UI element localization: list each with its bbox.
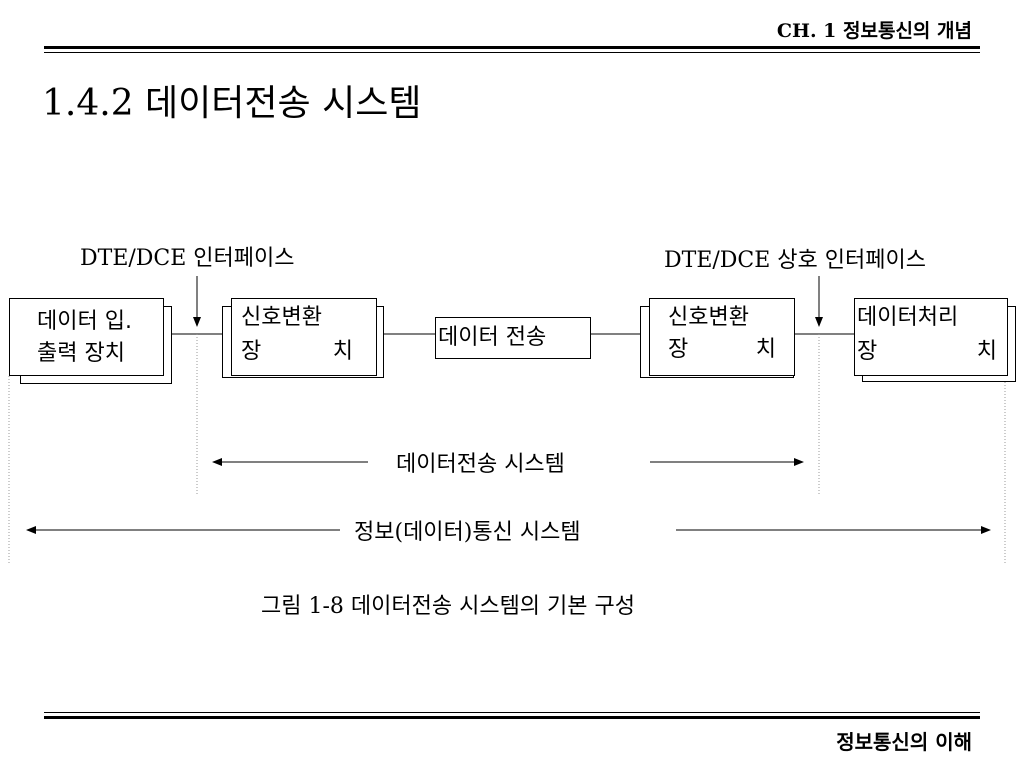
processing-line2-b: 치 xyxy=(976,339,997,364)
processing-line1: 데이터처리 xyxy=(857,305,959,330)
modem-right-line2-a: 장 xyxy=(668,337,689,362)
footer-label: 정보통신의 이해 xyxy=(836,730,972,754)
footer-rule-thin xyxy=(44,712,980,713)
footer-rule-thick xyxy=(44,716,980,719)
io-device-line1: 데이터 입. xyxy=(37,309,132,334)
modem-right-line1: 신호변환 xyxy=(668,305,749,330)
span-label-transmission-system: 데이터전송 시스템 xyxy=(396,452,565,477)
modem-left-line2: 장 치 xyxy=(241,337,353,367)
modem-left-line1: 신호변환 xyxy=(241,305,322,330)
modem-right-box: 신호변환 장 치 xyxy=(649,298,795,376)
figure-caption: 그림 1-8 데이터전송 시스템의 기본 구성 xyxy=(261,594,635,619)
modem-left-line2-b: 치 xyxy=(332,339,353,364)
interface-label-left: DTE/DCE 인터페이스 xyxy=(80,246,295,271)
interface-label-right: DTE/DCE 상호 인터페이스 xyxy=(664,248,926,273)
modem-left-line2-a: 장 xyxy=(241,339,262,364)
chapter-label: CH. 1 정보통신의 개념 xyxy=(776,20,972,42)
modem-left-box: 신호변환 장 치 xyxy=(231,298,377,376)
transmission-label: 데이터 전송 xyxy=(438,325,547,350)
transmission-box: 데이터 전송 xyxy=(435,317,591,359)
processing-line2-a: 장 xyxy=(857,339,878,364)
processing-line2: 장 치 xyxy=(857,337,997,367)
io-device-box: 데이터 입. 출력 장치 xyxy=(9,298,164,376)
span-label-information-system: 정보(데이터)통신 시스템 xyxy=(354,520,581,545)
io-device-line2: 출력 장치 xyxy=(37,341,125,366)
modem-right-line2: 장 치 xyxy=(668,335,776,365)
header-rule-thick xyxy=(44,46,980,49)
processing-box: 데이터처리 장 치 xyxy=(854,298,1008,376)
page-title: 1.4.2 데이터전송 시스템 xyxy=(42,83,422,124)
modem-right-line2-b: 치 xyxy=(755,337,776,362)
header-rule-thin xyxy=(44,52,980,53)
